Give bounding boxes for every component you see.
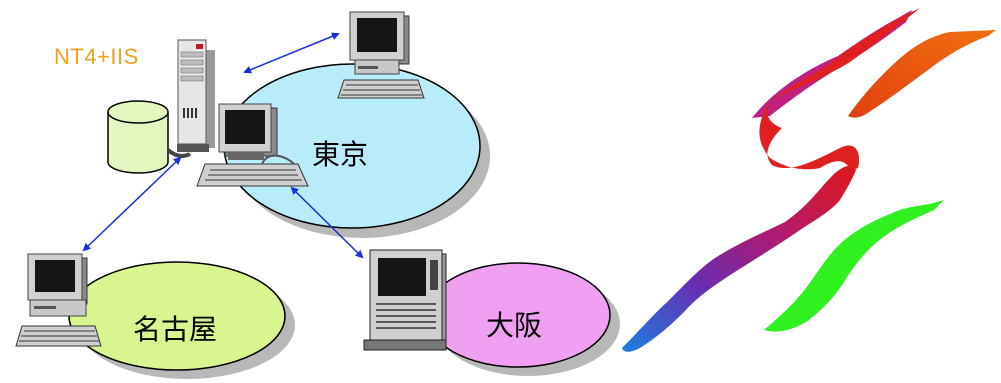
desktop-computer-icon bbox=[337, 11, 425, 99]
osaka-zone bbox=[425, 262, 620, 376]
link-server-to-osaka bbox=[290, 186, 364, 259]
japan-honshu bbox=[622, 165, 856, 352]
portable-computer-icon bbox=[363, 249, 447, 351]
nagoya-zone bbox=[68, 261, 295, 379]
city-label-tokyo: 東京 bbox=[312, 138, 369, 171]
japan-tohoku bbox=[848, 30, 996, 118]
desktop-computer-icon bbox=[15, 253, 102, 347]
link-server-to-tokyo-pc bbox=[243, 32, 340, 74]
server-label: NT4+IIS bbox=[54, 44, 139, 69]
city-label-osaka: 大阪 bbox=[486, 309, 543, 342]
japan-hokkaido bbox=[759, 8, 920, 170]
server-tower-icon bbox=[166, 39, 215, 159]
japan-kyushu bbox=[764, 200, 944, 332]
database-icon bbox=[107, 100, 169, 174]
japan-map-icon bbox=[622, 8, 996, 352]
link-server-to-nagoya bbox=[82, 156, 182, 252]
city-label-nagoya: 名古屋 bbox=[133, 313, 218, 346]
network-links bbox=[82, 32, 364, 259]
desktop-computer-icon bbox=[196, 103, 309, 187]
